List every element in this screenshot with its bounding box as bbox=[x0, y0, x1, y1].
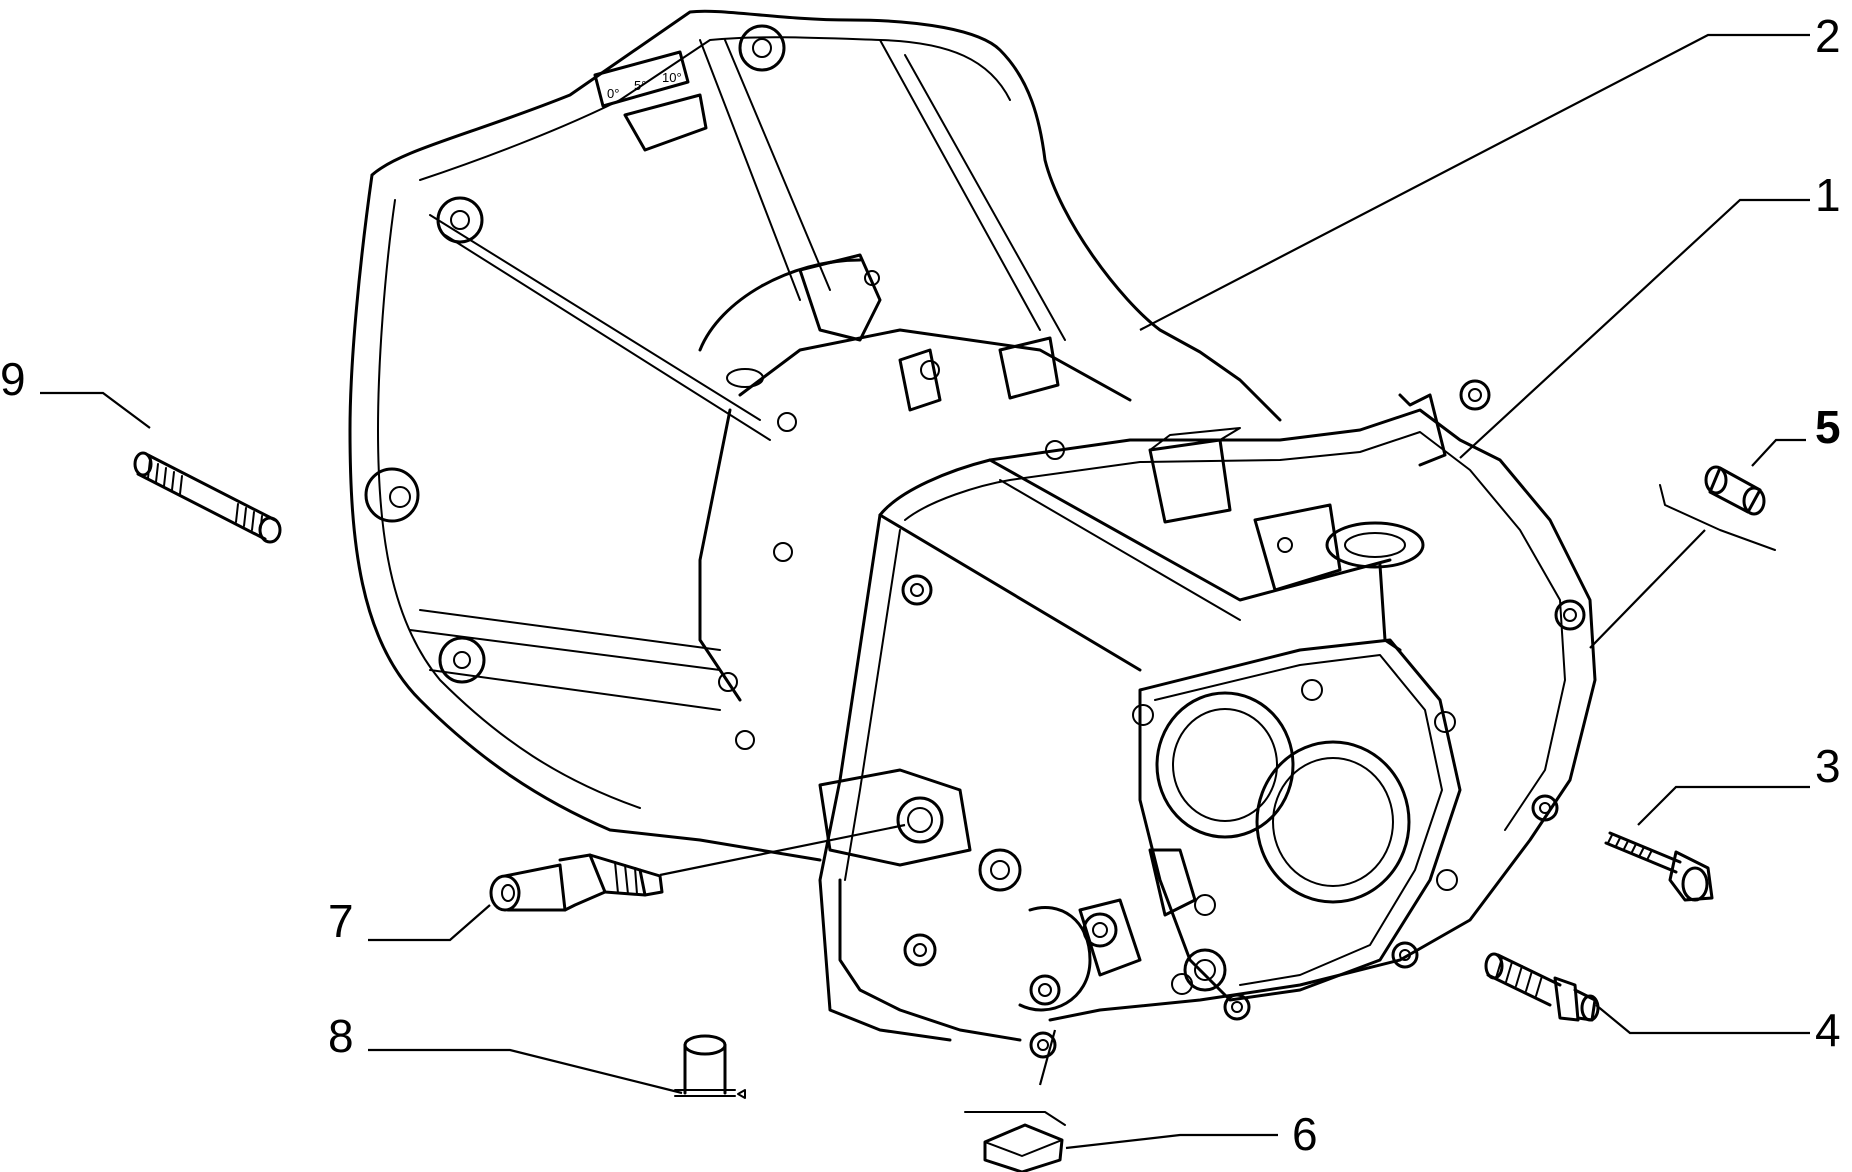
callout-9: 9 bbox=[0, 353, 26, 405]
callout-3: 3 bbox=[1815, 740, 1841, 792]
dowel-part-5 bbox=[1659, 465, 1776, 551]
plug-part-8 bbox=[674, 1034, 746, 1099]
pressure-switch-part-7 bbox=[489, 853, 664, 912]
bolt-part-3 bbox=[1604, 831, 1714, 902]
stud-part-9 bbox=[133, 451, 282, 544]
callout-4: 4 bbox=[1815, 1004, 1841, 1056]
callout-8: 8 bbox=[328, 1010, 354, 1062]
bolt-part-4 bbox=[1484, 952, 1600, 1022]
timing-mark-5: 5° bbox=[634, 78, 646, 93]
callout-6: 6 bbox=[1292, 1108, 1318, 1160]
callout-7: 7 bbox=[328, 895, 354, 947]
timing-mark-10: 10° bbox=[662, 70, 682, 85]
gearbox-housing bbox=[818, 379, 1597, 1059]
leader-lines bbox=[40, 33, 1810, 1150]
clutch-bell-housing: 0° 5° 10° bbox=[348, 9, 1282, 862]
callout-1: 1 bbox=[1815, 169, 1841, 221]
callout-5: 5 bbox=[1815, 401, 1841, 453]
timing-mark-0: 0° bbox=[607, 86, 619, 101]
callout-2: 2 bbox=[1815, 10, 1841, 62]
seal-part-6 bbox=[964, 1111, 1066, 1172]
